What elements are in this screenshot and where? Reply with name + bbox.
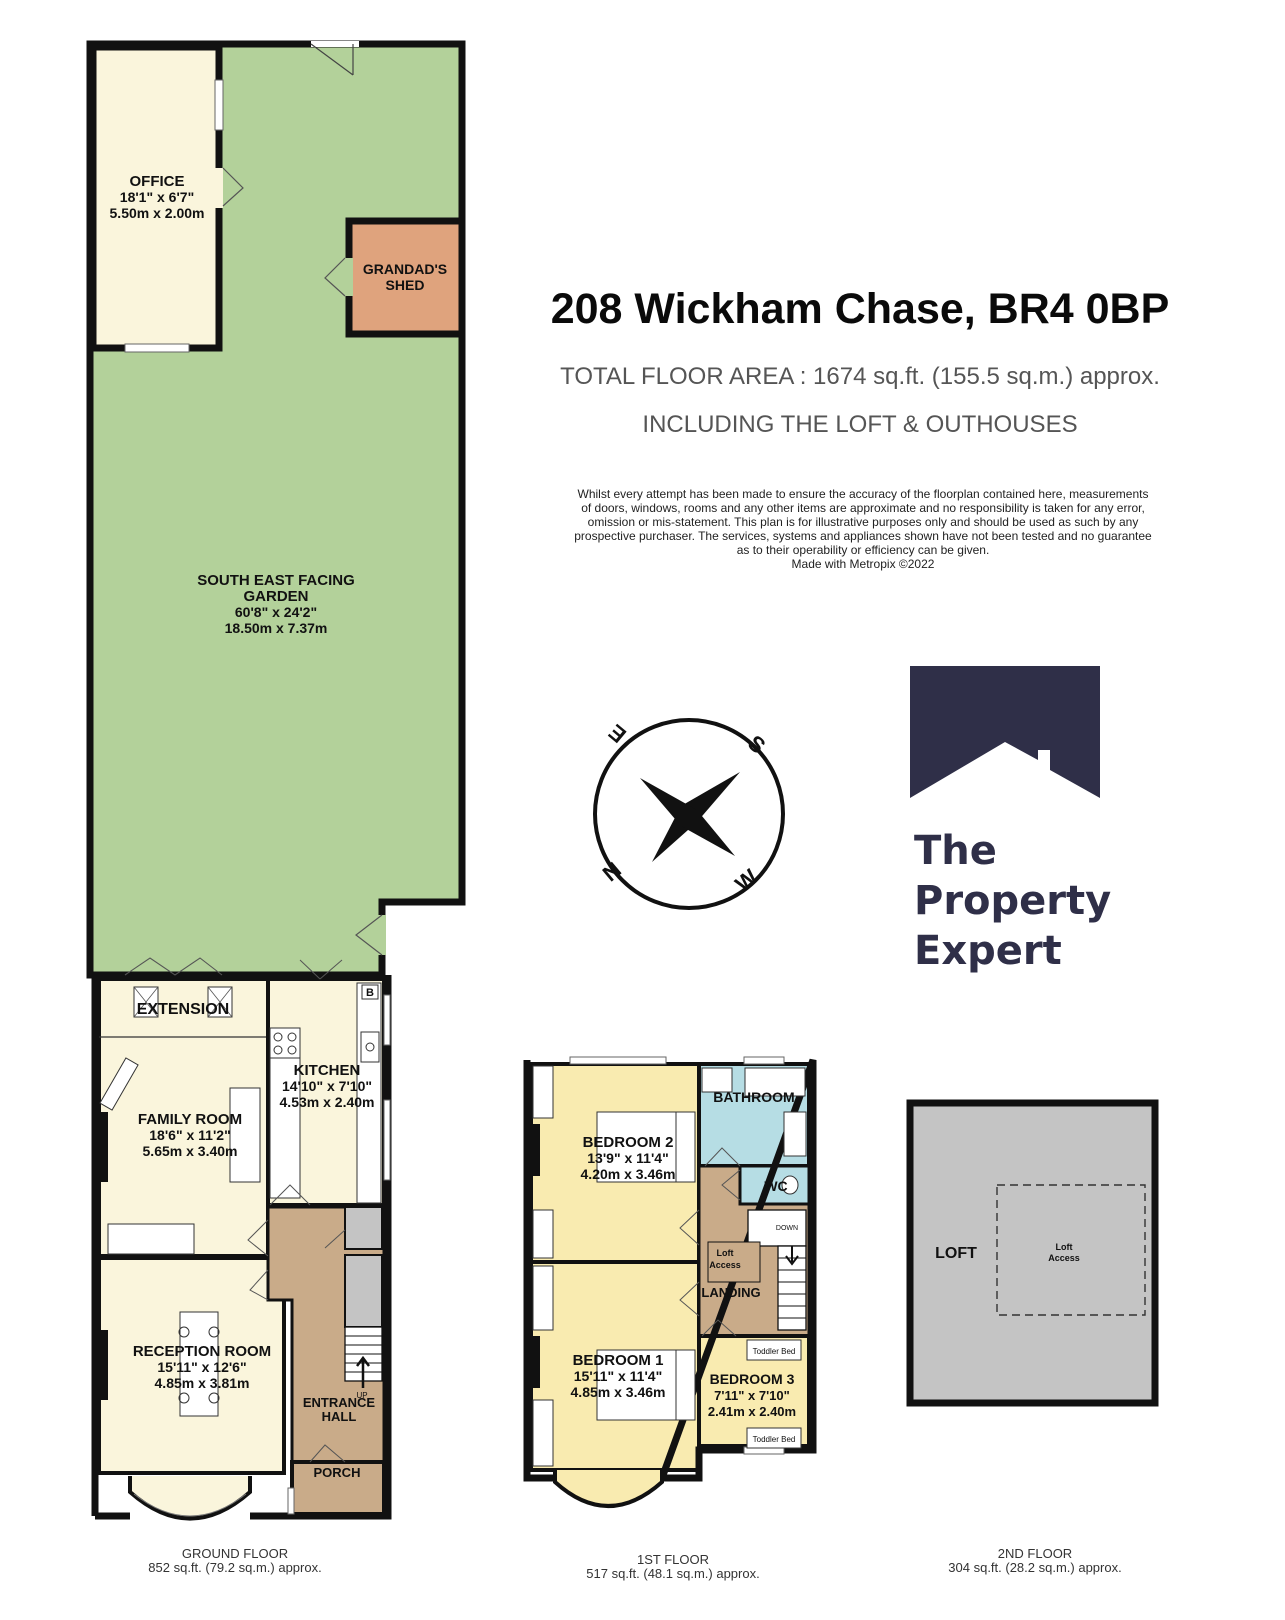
brand-logo-icon <box>910 666 1100 798</box>
reception-metric: 4.85m x 3.81m <box>155 1375 250 1391</box>
disclaimer-line: Whilst every attempt has been made to en… <box>577 487 1149 501</box>
garden-metric: 18.50m x 7.37m <box>225 620 328 636</box>
brand-line: The <box>914 828 997 874</box>
hall-label: ENTRANCE <box>303 1395 376 1410</box>
landing-loft-label: Access <box>709 1260 741 1270</box>
shed-label: SHED <box>386 277 425 293</box>
garden-imperial: 60'8" x 24'2" <box>235 604 317 620</box>
bathroom-label: BATHROOM <box>713 1089 794 1105</box>
bedroom2-metric: 4.20m x 3.46m <box>581 1166 676 1182</box>
reception-imperial: 15'11" x 12'6" <box>157 1359 246 1375</box>
garden-side-door <box>355 914 386 956</box>
brand-line: Expert <box>914 928 1062 974</box>
floor-name: GROUND FLOOR <box>181 1546 289 1561</box>
family-label: FAMILY ROOM <box>138 1111 242 1128</box>
stairs-down-label: DOWN <box>776 1225 798 1232</box>
bedroom2-label: BEDROOM 2 <box>583 1134 674 1151</box>
bedroom1-imperial: 15'11" x 11'4" <box>574 1368 662 1384</box>
grandads-shed <box>324 217 466 338</box>
extension-label: EXTENSION <box>137 1001 229 1018</box>
ground-floor-plan <box>91 957 392 1521</box>
floor-name: 2ND FLOOR <box>997 1546 1073 1561</box>
boiler-label: B <box>366 987 374 999</box>
total-floor-area: TOTAL FLOOR AREA : 1674 sq.ft. (155.5 sq… <box>560 363 1160 390</box>
disclaimer-line: prospective purchaser. The services, sys… <box>574 529 1152 543</box>
toddler-bed-label: Toddler Bed <box>753 1347 796 1356</box>
landing-loft-label: Loft <box>717 1248 734 1258</box>
office-label: OFFICE <box>130 173 185 190</box>
family-metric: 5.65m x 3.40m <box>143 1143 238 1159</box>
bedroom1-metric: 4.85m x 3.46m <box>571 1384 666 1400</box>
kitchen-label: KITCHEN <box>294 1062 361 1079</box>
loft-label: LOFT <box>935 1245 977 1262</box>
bedroom3-imperial: 7'11" x 7'10" <box>714 1388 790 1403</box>
office-imperial: 18'1" x 6'7" <box>120 189 194 205</box>
floor-area: 852 sq.ft. (79.2 sq.m.) approx. <box>148 1560 322 1575</box>
hall-label: HALL <box>322 1409 357 1424</box>
including-note: INCLUDING THE LOFT & OUTHOUSES <box>642 411 1078 438</box>
toddler-bed-label: Toddler Bed <box>753 1435 796 1444</box>
floor-area: 304 sq.ft. (28.2 sq.m.) approx. <box>948 1560 1122 1575</box>
reception-label: RECEPTION ROOM <box>133 1343 271 1360</box>
disclaimer-line: omission or mis-statement. This plan is … <box>587 515 1139 529</box>
garden-label: SOUTH EAST FACING <box>197 572 355 589</box>
bedroom3-label: BEDROOM 3 <box>710 1371 795 1387</box>
loft-access-label: Loft <box>1056 1242 1073 1252</box>
kitchen-metric: 4.53m x 2.40m <box>280 1094 375 1110</box>
brand-line: Property <box>914 878 1112 924</box>
disclaimer-line: as to their operability or efficiency ca… <box>736 543 990 557</box>
wc-label: WC <box>764 1178 787 1194</box>
loft-access-label: Access <box>1048 1253 1080 1263</box>
disclaimer-line: of doors, windows, rooms and any other i… <box>581 501 1145 515</box>
stairs-up-label: UP <box>356 1391 367 1400</box>
bedroom2-imperial: 13'9" x 11'4" <box>587 1150 668 1166</box>
second-floor-caption: 2ND FLOOR 304 sq.ft. (28.2 sq.m.) approx… <box>920 1547 1150 1575</box>
floor-area: 517 sq.ft. (48.1 sq.m.) approx. <box>586 1566 760 1581</box>
bedroom3-metric: 2.41m x 2.40m <box>708 1404 796 1419</box>
brand-name: The Property Expert <box>914 826 1111 976</box>
landing-label: LANDING <box>701 1285 760 1300</box>
office-room <box>89 43 244 353</box>
kitchen-imperial: 14'10" x 7'10" <box>282 1078 372 1094</box>
ground-floor-caption: GROUND FLOOR 852 sq.ft. (79.2 sq.m.) app… <box>120 1547 350 1575</box>
floor-name: 1ST FLOOR <box>636 1552 709 1567</box>
compass-icon <box>593 718 785 910</box>
bedroom1-label: BEDROOM 1 <box>573 1352 664 1369</box>
property-address: 208 Wickham Chase, BR4 0BP <box>550 285 1170 333</box>
disclaimer: Whilst every attempt has been made to en… <box>548 487 1178 571</box>
disclaimer-line: Made with Metropix ©2022 <box>791 557 935 571</box>
family-imperial: 18'6" x 11'2" <box>149 1127 230 1143</box>
second-floor-plan <box>906 1099 1159 1407</box>
porch-label: PORCH <box>314 1465 361 1480</box>
first-floor-caption: 1ST FLOOR 517 sq.ft. (48.1 sq.m.) approx… <box>558 1553 788 1581</box>
shed-label: GRANDAD'S <box>363 261 447 277</box>
garden-label: GARDEN <box>243 588 308 605</box>
first-floor-plan <box>523 1056 817 1508</box>
office-metric: 5.50m x 2.00m <box>110 205 205 221</box>
garden-gate <box>310 41 359 76</box>
